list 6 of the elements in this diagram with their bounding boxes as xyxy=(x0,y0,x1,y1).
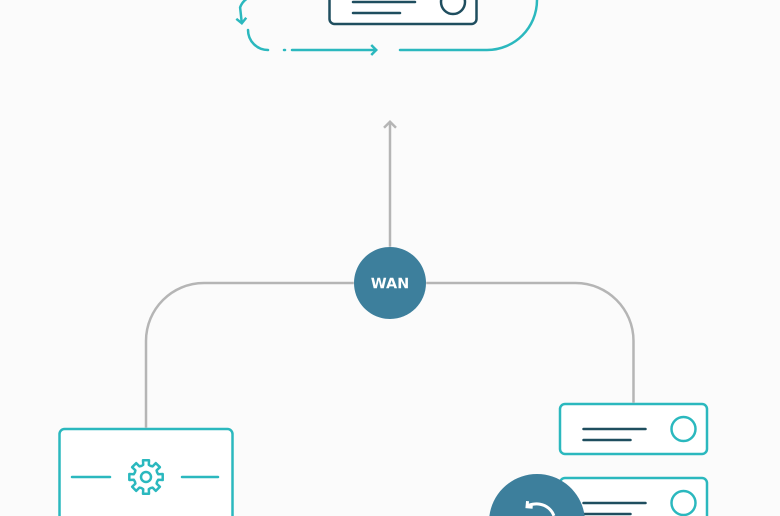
connector-line xyxy=(144,282,354,428)
settings-panel xyxy=(58,428,234,516)
arrow xyxy=(383,120,397,247)
server-box xyxy=(558,402,708,456)
server-box xyxy=(328,0,478,26)
connector-line xyxy=(426,282,635,403)
